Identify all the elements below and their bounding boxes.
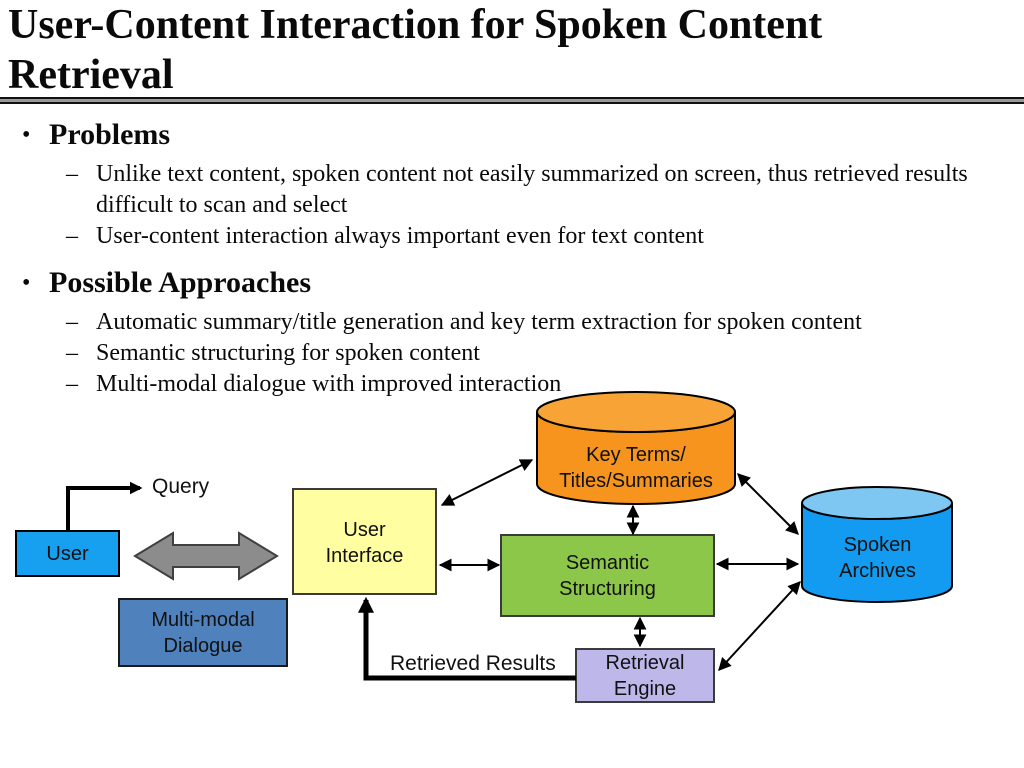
user-label-text: User [46,542,89,565]
bullet-marker: • [22,270,31,296]
slide-title: User-Content Interaction for Spoken Cont… [8,2,823,98]
arrow-keyterms-archives [737,473,799,535]
retrieval-line1: Retrieval [605,652,685,674]
dash-marker: – [66,371,78,397]
semantic-line1: Semantic [565,552,650,574]
arrow-ui-keyterms [440,459,534,506]
bullet-subitem-text: Semantic structuring for spoken content [96,340,480,366]
retrieval-engine-box [575,648,715,703]
user-ui-dialogue-arrow [133,531,279,581]
retrieval-engine-label: Retrieval Engine [576,650,714,702]
keyterms-cylinder-top [536,391,736,433]
bullet-subitem-text: User-content interaction always importan… [96,223,704,249]
archives-line1: Spoken [843,534,912,556]
dash-marker: – [66,223,78,249]
dash-marker: – [66,161,78,187]
multimodal-dialogue-box [118,598,288,667]
bullet-heading-label: Problems [49,118,171,151]
arrow-retrieval-archives [718,581,801,671]
bullet-subitem: – Automatic summary/title generation and… [0,307,1014,338]
bullet-list: • Problems – Unlike text content, spoken… [0,113,1014,400]
dash-marker: – [66,340,78,366]
bullet-subitem: – Multi-modal dialogue with improved int… [0,369,1014,400]
bullet-heading-label: Possible Approaches [49,266,311,299]
user-box [15,530,120,577]
bullet-subitem-text: Automatic summary/title generation and k… [96,309,862,335]
multimodal-line2: Dialogue [163,635,243,657]
spoken-archives-label: Spoken Archives [802,530,953,586]
bullet-subitem-text: Unlike text content, spoken content not … [96,161,968,218]
keyterms-line1: Key Terms/ [586,444,686,466]
query-label: Query [152,475,210,498]
retrieval-line2: Engine [613,678,677,700]
bullet-subitem: – Semantic structuring for spoken conten… [0,338,1014,369]
semantic-structuring-label: Semantic Structuring [501,549,714,603]
bullet-heading-problems: • Problems [0,116,1014,154]
retrieved-results-connector [357,596,576,681]
ui-line1: User [343,519,386,541]
ui-line2: Interface [325,545,404,567]
query-connector [66,481,143,531]
user-box-label: User [16,531,119,576]
keyterms-line2: Titles/Summaries [559,470,713,492]
user-interface-box [292,488,437,595]
bullet-heading-approaches: • Possible Approaches [0,264,1014,302]
multimodal-line1: Multi-modal [151,609,255,631]
bullet-subitem: – Unlike text content, spoken content no… [0,159,1014,221]
user-interface-label: User Interface [293,515,436,571]
semantic-structuring-box [500,534,715,617]
archives-cylinder-top [801,486,953,520]
title-underline [0,97,1024,104]
multimodal-dialogue-label: Multi-modal Dialogue [119,606,287,660]
keyterms-label: Key Terms/ Titles/Summaries [537,438,735,498]
retrieved-results-label: Retrieved Results [390,652,556,675]
bullet-subitem: – User-content interaction always import… [0,221,1014,252]
bullet-subitem-text: Multi-modal dialogue with improved inter… [96,371,562,397]
archives-line2: Archives [839,560,916,582]
semantic-line2: Structuring [559,578,656,600]
dash-marker: – [66,309,78,335]
bullet-marker: • [22,122,31,148]
